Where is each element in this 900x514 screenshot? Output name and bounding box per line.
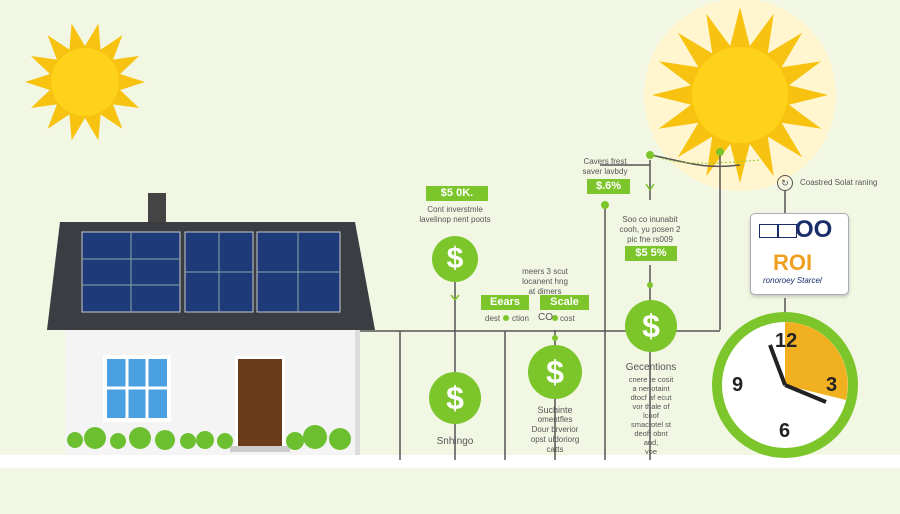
bush xyxy=(303,425,327,449)
roi-subtitle: ronoroey Starcel xyxy=(763,276,822,285)
investment-text: Cont inverstmle lavelinop nent poots xyxy=(419,205,491,224)
coastal-text: Coastred Solat raning xyxy=(800,178,878,187)
bush xyxy=(286,432,304,450)
shnhgo-label: Snhingo xyxy=(436,436,474,447)
gecentions-text: cnere te cosit a nenotaint dtocf af ecut… xyxy=(628,375,674,456)
middle-text: Soo co inunabit cooh, yu posen 2 pic fne… xyxy=(619,215,681,244)
savings-value-badge: $.6% xyxy=(587,179,630,194)
cost-text: cost xyxy=(560,314,575,323)
roi-title: ROI xyxy=(773,250,813,275)
bushes xyxy=(67,425,351,450)
ction-text: ction xyxy=(512,314,529,323)
sun-icon xyxy=(25,23,145,141)
savings-text: Cavers frest saver lavbdy xyxy=(582,157,628,176)
co-text: CO xyxy=(538,312,553,323)
ground xyxy=(0,455,900,468)
suchinte-title: Suchinte xyxy=(537,405,573,415)
bush xyxy=(67,432,83,448)
eears-badge: Eears xyxy=(481,295,529,310)
clock-icon xyxy=(712,312,858,458)
dollar-icon: $ xyxy=(432,236,478,282)
scale-badge: Scale xyxy=(540,295,589,310)
dollar-icon: $ xyxy=(625,300,677,352)
investment-value-badge: $5 0K. xyxy=(426,186,488,201)
suchinte-text: omentfles Dour brverior opst uldoriorg c… xyxy=(530,415,580,454)
clock-3: 3 xyxy=(826,374,838,396)
bush xyxy=(217,433,233,449)
sun-icon xyxy=(644,0,836,191)
refresh-icon: ↻ xyxy=(777,175,793,191)
dest-text: dest xyxy=(485,314,501,323)
clock-6: 6 xyxy=(779,420,791,442)
meters-text: meers 3 scut locanent hng at dimers xyxy=(522,267,568,296)
gecentions-title: Gecentions xyxy=(625,362,677,373)
bush xyxy=(129,427,151,449)
clock-9: 9 xyxy=(732,374,744,396)
roi-oo: OO xyxy=(795,216,833,243)
bush xyxy=(329,428,351,450)
middle-value-badge: $5 5% xyxy=(625,246,677,261)
bush xyxy=(180,433,196,449)
bush xyxy=(155,430,175,450)
house-illustration xyxy=(47,193,375,455)
bush xyxy=(196,431,214,449)
dollar-icon: $ xyxy=(528,345,582,399)
roi-card: OO ROI ronoroey Starcel xyxy=(750,213,849,295)
bush xyxy=(110,433,126,449)
clock-12: 12 xyxy=(775,330,798,352)
dollar-icon: $ xyxy=(429,372,481,424)
bush xyxy=(84,427,106,449)
